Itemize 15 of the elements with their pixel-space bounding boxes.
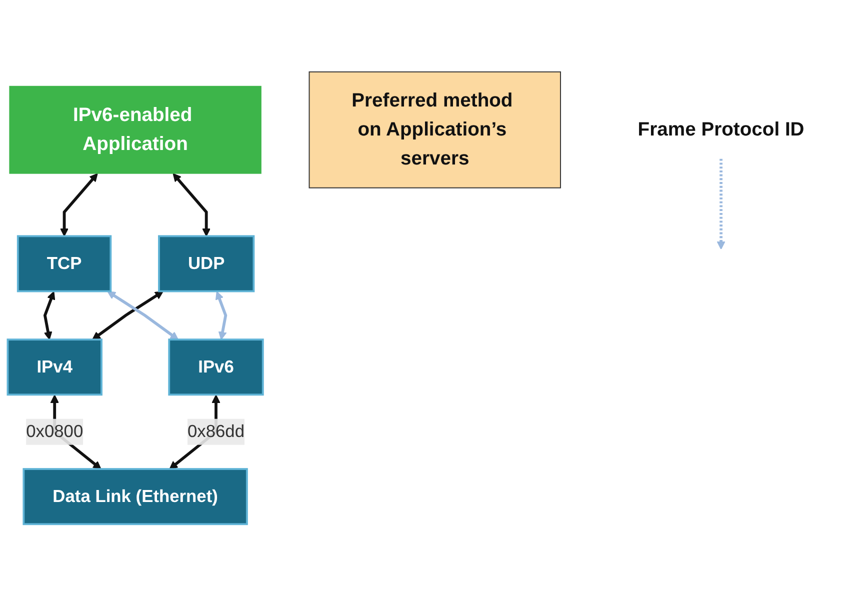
arrow — [60, 173, 98, 237]
node-label: IPv6 — [198, 356, 234, 376]
node-label: TCP — [46, 254, 82, 273]
node-label: IPv6-enabled Application — [73, 104, 192, 155]
arrow — [215, 291, 228, 340]
arrow — [43, 291, 56, 340]
arrow — [92, 291, 164, 340]
arrow — [172, 173, 211, 237]
node-label: Data Link (Ethernet) — [52, 486, 218, 506]
node-label: UDP — [188, 254, 225, 273]
node-label: IPv4 — [36, 356, 73, 376]
node-text: Frame Protocol ID — [638, 119, 804, 140]
arrow — [107, 291, 179, 340]
node-label: Preferred method on Application’s servers — [352, 90, 513, 170]
dashed-arrow — [716, 158, 726, 250]
